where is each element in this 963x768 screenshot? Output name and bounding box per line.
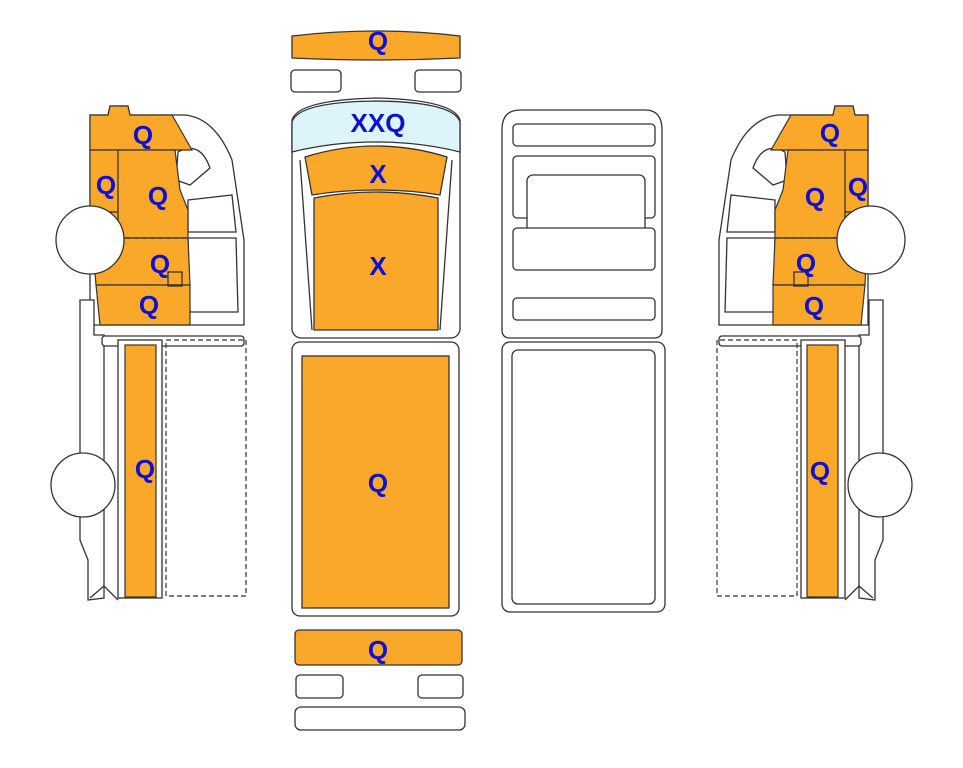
front-roof-panel[interactable] [304,145,448,196]
right-cab-door-outer-label: Q [848,172,868,202]
left-front-wheel [55,205,125,275]
cargo-roof-label: Q [368,468,388,498]
rear-left-lamp [295,674,344,699]
right-cab-top-label: Q [820,118,840,148]
windshield-panel[interactable] [291,100,461,153]
right-cab-door-inner-label: Q [805,182,825,212]
left-body-side-panel[interactable] [124,344,157,598]
roof-panel[interactable] [313,191,439,331]
right-cab-mid-label: Q [796,248,816,278]
windshield-label: XXQ [351,108,406,138]
right-cab-lower-label: Q [804,291,824,321]
left-cab-top-label: Q [133,120,153,150]
right-body-side-label: Q [810,456,830,486]
left-cab-mid-label: Q [150,249,170,279]
underside-view [501,109,666,613]
front-bumper-label: Q [368,26,388,56]
front-left-lamp [290,69,342,93]
right-front-wheel [836,205,906,275]
left-rear-wheel [50,452,116,518]
cargo-roof-panel[interactable] [301,355,450,609]
left-side-view [50,105,247,601]
hood-front-label: X [369,159,387,189]
top-view [290,30,466,731]
right-side-view [716,105,913,601]
right-rear-wheel [847,452,913,518]
left-cab-door-inner-label: Q [148,181,168,211]
roof-front-label: X [369,251,387,281]
left-body-side-label: Q [135,454,155,484]
right-body-side-panel[interactable] [806,344,839,598]
damage-labels: Q XXQ X X Q Q Q Q Q Q Q Q Q Q Q Q Q Q [96,26,868,665]
front-right-lamp [414,69,462,93]
left-cab-lower-panel[interactable] [95,284,191,326]
right-cab-lower-panel[interactable] [772,284,866,326]
front-bumper-panel[interactable] [291,30,461,61]
rear-right-lamp [417,674,464,699]
left-cab-lower-label: Q [139,290,159,320]
rear-bumper-panel[interactable] [294,629,463,666]
left-cab-door-outer-label: Q [96,170,116,200]
rear-step [294,706,466,731]
rear-bumper-label: Q [368,635,388,665]
